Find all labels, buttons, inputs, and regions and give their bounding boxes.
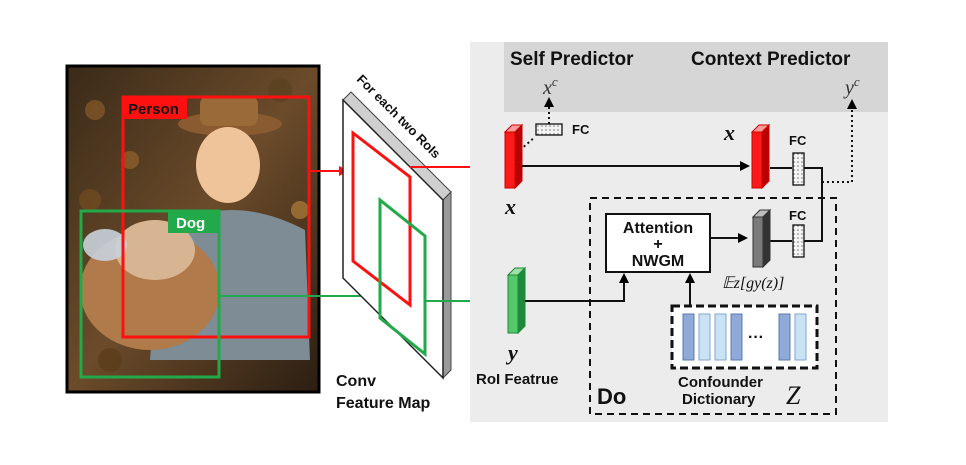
- confounder-label: Confounder: [678, 374, 763, 391]
- person-label: Person: [128, 101, 179, 118]
- context-fc-bottom-label: FC: [789, 208, 807, 223]
- x-symbol: x: [504, 194, 516, 219]
- x-feature-block: [503, 123, 524, 190]
- conv-feature-map: For each two RoIs: [342, 72, 452, 380]
- attention-label: Attention: [623, 220, 693, 237]
- context-predictor-title: Context Predictor: [691, 49, 851, 70]
- context-fc-top-layer: [792, 152, 805, 186]
- dictionary-entry: [714, 313, 727, 361]
- dictionary-label: Dictionary: [682, 391, 756, 408]
- y-symbol: y: [505, 340, 518, 365]
- context-fc-bottom-layer: [792, 224, 805, 258]
- face: [196, 127, 260, 203]
- person-roi: [351, 129, 412, 309]
- context-fc-top-label: FC: [789, 133, 807, 148]
- dictionary-entry: [698, 313, 711, 361]
- dictionary-entry: [778, 313, 791, 361]
- plus-label: +: [653, 236, 662, 253]
- do-label: Do: [597, 384, 626, 409]
- do-operator-box: [589, 197, 837, 415]
- dog-roi: [378, 196, 427, 358]
- context-x-symbol: x: [723, 120, 735, 145]
- predictor-header-band: [504, 42, 888, 112]
- nwgm-label: NWGM: [632, 253, 684, 270]
- self-fc-layer: [535, 123, 563, 136]
- y-feature-block: [506, 266, 527, 335]
- dictionary-entry: [730, 313, 743, 361]
- dog-bbox: [79, 209, 221, 379]
- dog-label: Dog: [176, 215, 205, 232]
- z-symbol: Z: [786, 381, 801, 410]
- fc-combine-bracket: [804, 167, 823, 242]
- expectation-label: 𝔼z[gy(z)]: [722, 275, 784, 292]
- y-to-attention-arrow: [525, 273, 629, 302]
- conv-label: Conv: [336, 373, 376, 390]
- fc-to-yc-dotted: [822, 99, 857, 183]
- xc-symbol: xc: [542, 74, 558, 99]
- context-x-feature-block: [750, 123, 771, 190]
- confounder-dictionary-box: [670, 304, 819, 370]
- self-predictor-title: Self Predictor: [510, 49, 634, 70]
- self-fc-label: FC: [572, 122, 590, 137]
- dictionary-ellipsis: ···: [748, 329, 764, 346]
- feature-map-label: Feature Map: [336, 395, 430, 412]
- dictionary-entry: [682, 313, 695, 361]
- dictionary-entries: [682, 313, 807, 361]
- person-bbox: [121, 95, 311, 339]
- person-tag: [123, 97, 187, 119]
- dog-tag: [168, 211, 219, 233]
- yc-symbol: yc: [843, 74, 860, 99]
- roi-feature-label: RoI Featrue: [476, 371, 559, 388]
- hat-crown: [200, 96, 258, 126]
- attention-nwgm-box: [605, 213, 711, 273]
- expectation-feature-block: [751, 208, 772, 269]
- x-to-self-fc-dotted: [519, 136, 536, 151]
- dictionary-entry: [794, 313, 807, 361]
- dog-head: [115, 220, 195, 280]
- input-photo: Person Dog: [65, 64, 321, 394]
